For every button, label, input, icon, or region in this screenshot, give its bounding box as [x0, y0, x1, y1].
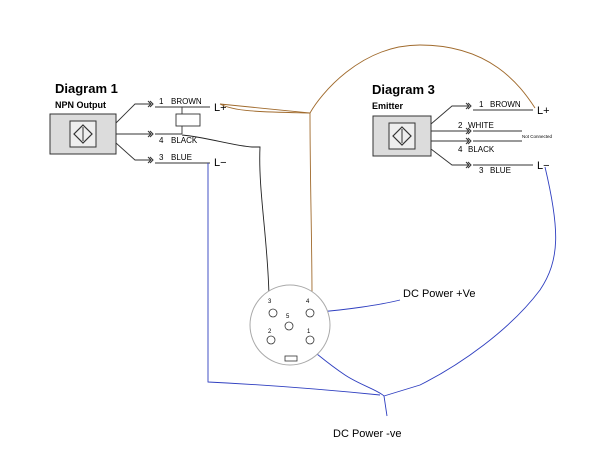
- sensor-icon: [49, 113, 117, 155]
- diagram-3-subtitle: Emitter: [372, 101, 404, 111]
- pin-5-label: 5: [286, 314, 290, 320]
- d1-wire2-num: 4: [159, 136, 164, 145]
- d1-wire3-color: BLUE: [171, 153, 192, 162]
- diagram-1: Diagram 1 NPN Output 1 BROWN 4 BLACK 3 B…: [49, 81, 227, 169]
- d3-wire1-color: BROWN: [490, 100, 521, 109]
- d1-wire1-color: BROWN: [171, 97, 202, 106]
- d3-wire4-num: 3: [479, 166, 484, 175]
- sensor-icon: [372, 115, 432, 157]
- d3-wire3-color: BLACK: [468, 145, 495, 154]
- pin-2-label: 2: [268, 329, 272, 335]
- diagram-3-title: Diagram 3: [372, 82, 435, 97]
- d1-terminal-plus: L+: [214, 102, 227, 114]
- d1-wire2-color: BLACK: [171, 136, 198, 145]
- d3-terminal-minus: L−: [537, 160, 550, 172]
- diagram-3: Diagram 3 Emitter 1 BROWN 2 WHITE 4 BLAC…: [372, 82, 553, 175]
- brown-positive-wires: [219, 44, 536, 299]
- d3-wire4-color: BLUE: [490, 166, 511, 175]
- d3-not-connected: Not Connected: [522, 134, 553, 139]
- d3-wire2-color: WHITE: [468, 121, 494, 130]
- d3-terminal-plus: L+: [537, 105, 550, 117]
- pin-3-label: 3: [268, 299, 272, 305]
- diagram-1-subtitle: NPN Output: [55, 100, 106, 110]
- d1-wire3-num: 3: [159, 153, 164, 162]
- load-resistor-icon: [175, 107, 201, 134]
- pin-4-label: 4: [306, 299, 310, 305]
- dc-power-negative-label: DC Power -ve: [333, 428, 401, 440]
- black-output-wire: [181, 134, 270, 298]
- d1-wire1-num: 1: [159, 97, 164, 106]
- diagram-1-title: Diagram 1: [55, 81, 118, 96]
- pin-1-label: 1: [307, 329, 311, 335]
- d3-wire2-num: 2: [458, 121, 463, 130]
- plug-connector-icon: 3 4 5 2 1: [249, 284, 331, 366]
- d1-terminal-minus: L−: [214, 157, 227, 169]
- dc-power-positive-label: DC Power +Ve: [403, 288, 475, 300]
- blue-negative-wires: [207, 163, 557, 417]
- d3-wire3-num: 4: [458, 145, 463, 154]
- d3-wire1-num: 1: [479, 100, 484, 109]
